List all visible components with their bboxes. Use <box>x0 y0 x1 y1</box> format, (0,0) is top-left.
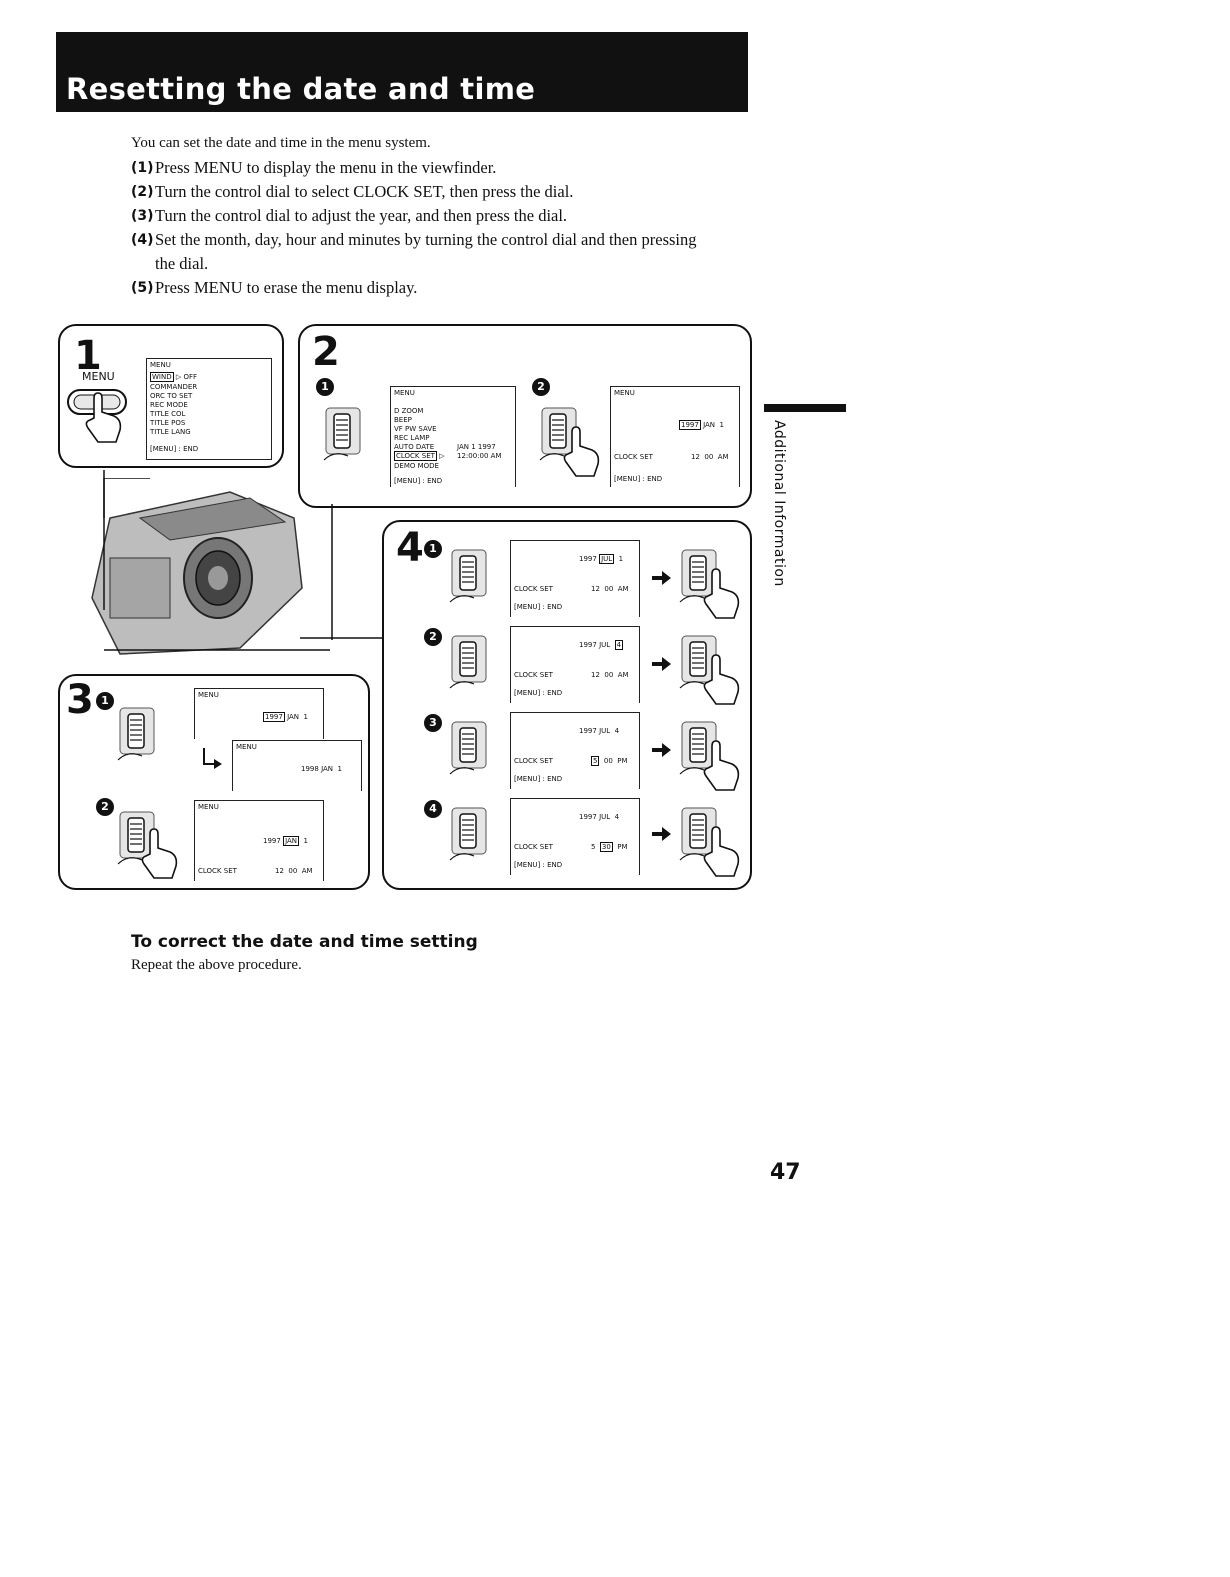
menu-button-icon <box>67 389 127 443</box>
panel-number: 3 <box>66 677 94 723</box>
control-dial-icon <box>117 707 155 761</box>
pressing-hand-icon <box>703 568 740 619</box>
year-screen-next: MENU 1998 JAN 1 <box>232 740 362 791</box>
pressing-hand-icon <box>141 828 178 879</box>
menu-screen: MENU WIND ▷ OFF COMMANDER ORC TO SET REC… <box>146 358 272 460</box>
subsection-heading: To correct the date and time setting <box>131 932 478 952</box>
control-dial-icon <box>449 635 487 689</box>
step-text: Turn the control dial to adjust the year… <box>155 206 568 225</box>
pressing-hand-icon <box>703 826 740 877</box>
panel-number: 1 <box>74 333 102 379</box>
next-arrow-icon <box>652 827 671 841</box>
control-dial-icon <box>449 549 487 603</box>
clock-screen-row-1: 1997 JUL 1 CLOCK SET 12 00 AM [MENU] : E… <box>510 540 640 617</box>
clock-screen-row-4: 1997 JUL 4 CLOCK SET 5 30 PM [MENU] : EN… <box>510 798 640 875</box>
camcorder-illustration <box>91 478 303 655</box>
next-arrow-icon <box>652 743 671 757</box>
panel-step-2: 2 1 MENU D ZOOM BEEP VF PW SAVE REC LAMP… <box>298 324 752 508</box>
month-screen: MENU 1997 JAN 1 CLOCK SET 12 00 AM <box>194 800 324 881</box>
intro-text: You can set the date and time in the men… <box>131 135 431 151</box>
step-text: Set the month, day, hour and minutes by … <box>155 230 697 273</box>
step-circle: 4 <box>424 800 442 818</box>
step-circle: 2 <box>96 798 114 816</box>
step-text: Press MENU to display the menu in the vi… <box>155 158 497 177</box>
menu-screen-clock: MENU 1997 JAN 1 CLOCK SET 12 00 AM [MENU… <box>610 386 740 487</box>
panel-step-1: 1 MENU MENU WIND ▷ OFF COMMANDER ORC TO … <box>58 324 284 468</box>
connector-lines <box>103 470 390 651</box>
step-item: (5)Press MENU to erase the menu display. <box>131 276 731 300</box>
steps-list: (1)Press MENU to display the menu in the… <box>131 156 731 300</box>
step-number: (3) <box>131 208 154 224</box>
section-tab-marker <box>764 404 846 412</box>
menu-button-label: MENU <box>82 370 115 383</box>
panel-number: 2 <box>312 329 340 375</box>
page-title: Resetting the date and time <box>66 72 536 106</box>
step-item: (4)Set the month, day, hour and minutes … <box>131 228 715 276</box>
year-screen: MENU 1997 JAN 1 <box>194 688 324 739</box>
next-arrow-icon <box>652 657 671 671</box>
panel-step-4: 4 1 1997 JUL 1 CLOCK SET 12 00 AM [MENU]… <box>382 520 752 890</box>
title-bar: Resetting the date and time <box>56 32 748 112</box>
panel-step-3: 3 1 MENU 1997 JAN 1 MENU 1998 JAN 1 2 ME… <box>58 674 370 890</box>
step-circle: 3 <box>424 714 442 732</box>
clock-screen-row-3: 1997 JUL 4 CLOCK SET 5 00 PM [MENU] : EN… <box>510 712 640 789</box>
step-circle: 1 <box>316 378 334 396</box>
menu-screen-settings: MENU D ZOOM BEEP VF PW SAVE REC LAMP AUT… <box>390 386 516 487</box>
pressing-hand-icon <box>563 426 600 477</box>
section-tab-label: Additional Information <box>771 420 787 587</box>
step-text: Turn the control dial to select CLOCK SE… <box>155 182 574 201</box>
transition-arrow-icon <box>203 748 222 769</box>
step-item: (1)Press MENU to display the menu in the… <box>131 156 731 180</box>
control-dial-icon <box>449 721 487 775</box>
pressing-hand-icon <box>703 740 740 791</box>
step-item: (3)Turn the control dial to adjust the y… <box>131 204 731 228</box>
step-circle: 2 <box>424 628 442 646</box>
step-circle: 1 <box>424 540 442 558</box>
step-text: Press MENU to erase the menu display. <box>155 278 418 297</box>
step-circle: 1 <box>96 692 114 710</box>
control-dial-icon <box>449 807 487 861</box>
page-number: 47 <box>770 1160 801 1185</box>
step-circle: 2 <box>532 378 550 396</box>
next-arrow-icon <box>652 571 671 585</box>
pressing-hand-icon <box>703 654 740 705</box>
control-dial-icon <box>323 407 361 461</box>
subsection-body: Repeat the above procedure. <box>131 957 302 973</box>
step-number: (1) <box>131 160 154 176</box>
panel-number: 4 <box>396 525 424 571</box>
step-item: (2)Turn the control dial to select CLOCK… <box>131 180 731 204</box>
step-number: (5) <box>131 280 154 296</box>
step-number: (4) <box>131 232 154 248</box>
clock-screen-row-2: 1997 JUL 4 CLOCK SET 12 00 AM [MENU] : E… <box>510 626 640 703</box>
step-number: (2) <box>131 184 154 200</box>
